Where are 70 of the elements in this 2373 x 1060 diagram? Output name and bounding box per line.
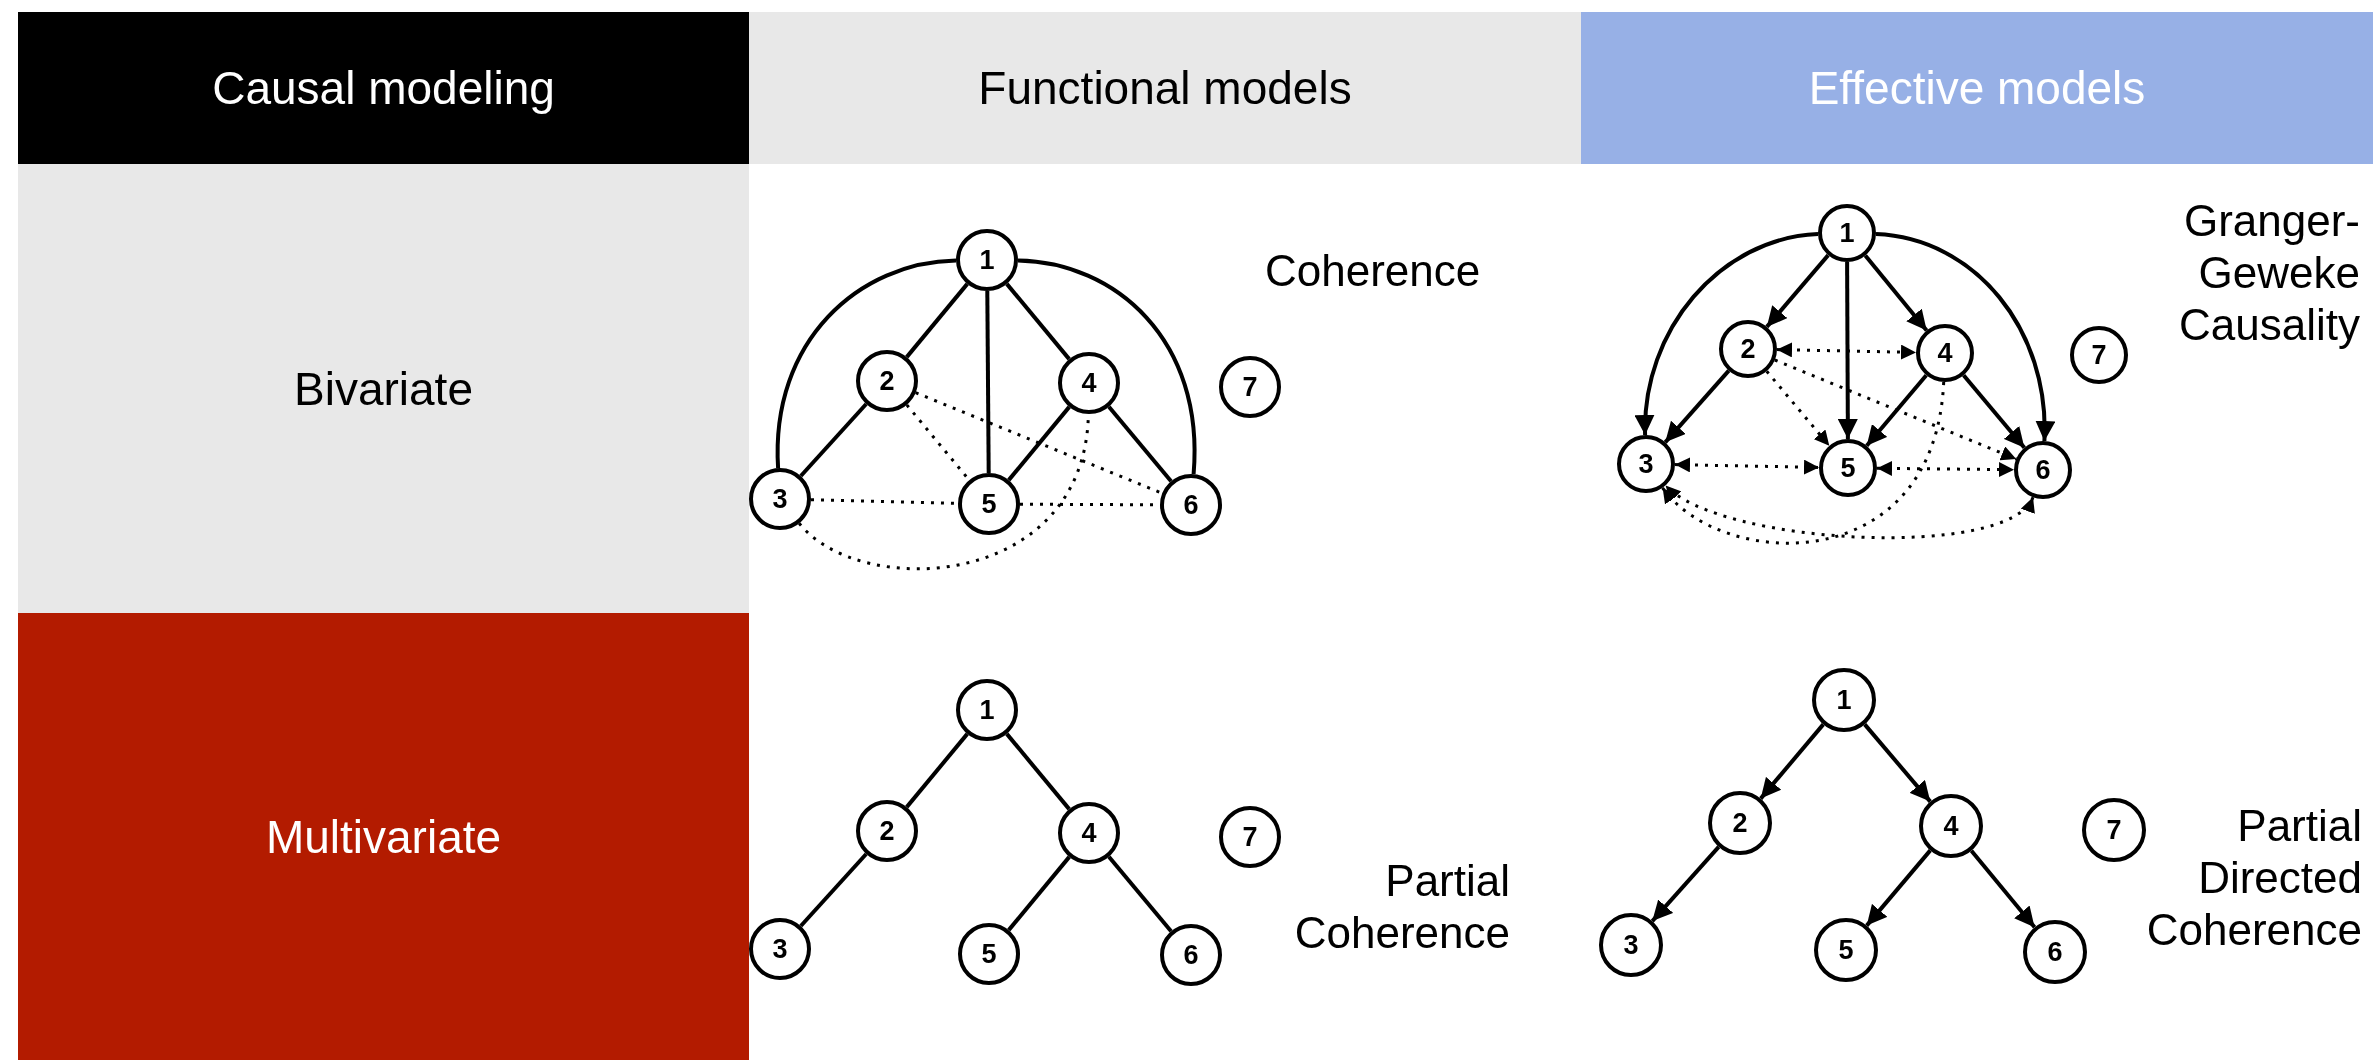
row-header-cell: Multivariate <box>18 613 749 1060</box>
numbered-circle: 3 <box>749 468 811 530</box>
method-label: Coherence <box>1265 245 1482 297</box>
arrow <box>1863 723 1932 803</box>
arrow <box>1663 369 1731 444</box>
connector-line <box>1107 405 1173 483</box>
connector-line <box>985 291 991 473</box>
numbered-circle: 4 <box>1919 794 1983 858</box>
arrow <box>1865 373 1928 448</box>
numbered-circle: 3 <box>1599 913 1663 977</box>
connector-line <box>1007 855 1071 932</box>
connector-line <box>776 258 957 469</box>
arrow <box>1661 381 1946 545</box>
connector-line <box>1017 258 1197 475</box>
numbered-circle: 2 <box>856 800 918 862</box>
numbered-circle: 3 <box>1617 435 1675 493</box>
arrow <box>1776 342 1917 360</box>
arrow <box>1875 232 2055 441</box>
connector-line <box>905 732 969 809</box>
arrow <box>1674 457 1820 475</box>
numbered-circle: 7 <box>1219 806 1281 868</box>
arrow <box>1837 262 1858 439</box>
numbered-circle: 1 <box>956 679 1018 741</box>
row-header-cell: Bivariate <box>18 164 749 613</box>
arrow <box>1877 460 2014 478</box>
numbered-circle: 5 <box>958 923 1020 985</box>
numbered-circle: 7 <box>2082 798 2146 862</box>
arrow <box>1635 232 1819 436</box>
numbered-circle: 4 <box>1916 324 1974 382</box>
method-label: Granger-Geweke Causality <box>2178 195 2360 351</box>
numbered-circle: 2 <box>856 350 918 412</box>
arrow <box>1759 723 1825 800</box>
connector-line <box>1007 405 1071 482</box>
arrow <box>1765 253 1830 329</box>
method-label: Partial Coherence <box>1293 855 1510 959</box>
numbered-circle: 5 <box>1814 918 1878 982</box>
numbered-circle: 7 <box>2070 326 2128 384</box>
numbered-circle: 6 <box>1160 474 1222 536</box>
numbered-circle: 1 <box>1818 204 1876 262</box>
method-label: Partial Directed Coherence <box>2145 800 2362 956</box>
numbered-circle: 1 <box>956 229 1018 291</box>
numbered-circle: 4 <box>1058 802 1120 864</box>
numbered-circle: 4 <box>1058 352 1120 414</box>
arrow <box>1865 849 1932 927</box>
numbered-circle: 5 <box>958 473 1020 535</box>
arrow <box>1650 845 1721 923</box>
connector-line <box>1107 855 1173 933</box>
numbered-circle: 1 <box>1812 668 1876 732</box>
arrow <box>1863 254 1929 332</box>
header-cell: Causal modeling <box>18 12 749 164</box>
connector-line <box>799 852 868 928</box>
numbered-circle: 7 <box>1219 356 1281 418</box>
connector-line <box>1005 282 1071 361</box>
arrow <box>1664 484 2035 540</box>
numbered-circle: 6 <box>2014 441 2072 499</box>
numbered-circle: 2 <box>1708 791 1772 855</box>
numbered-circle: 6 <box>2023 920 2087 984</box>
arrow <box>1774 358 2017 461</box>
numbered-circle: 5 <box>1819 439 1877 497</box>
connector-line <box>905 282 969 359</box>
numbered-circle: 3 <box>749 918 811 980</box>
arrow <box>1962 373 2026 450</box>
numbered-circle: 2 <box>1719 320 1777 378</box>
header-cell: Effective models <box>1581 12 2373 164</box>
header-cell: Functional models <box>749 12 1581 164</box>
connector-line <box>799 402 868 478</box>
connector-line <box>1005 732 1071 811</box>
arrow <box>1969 849 2037 929</box>
arrow <box>1765 370 1831 447</box>
numbered-circle: 6 <box>1160 924 1222 986</box>
